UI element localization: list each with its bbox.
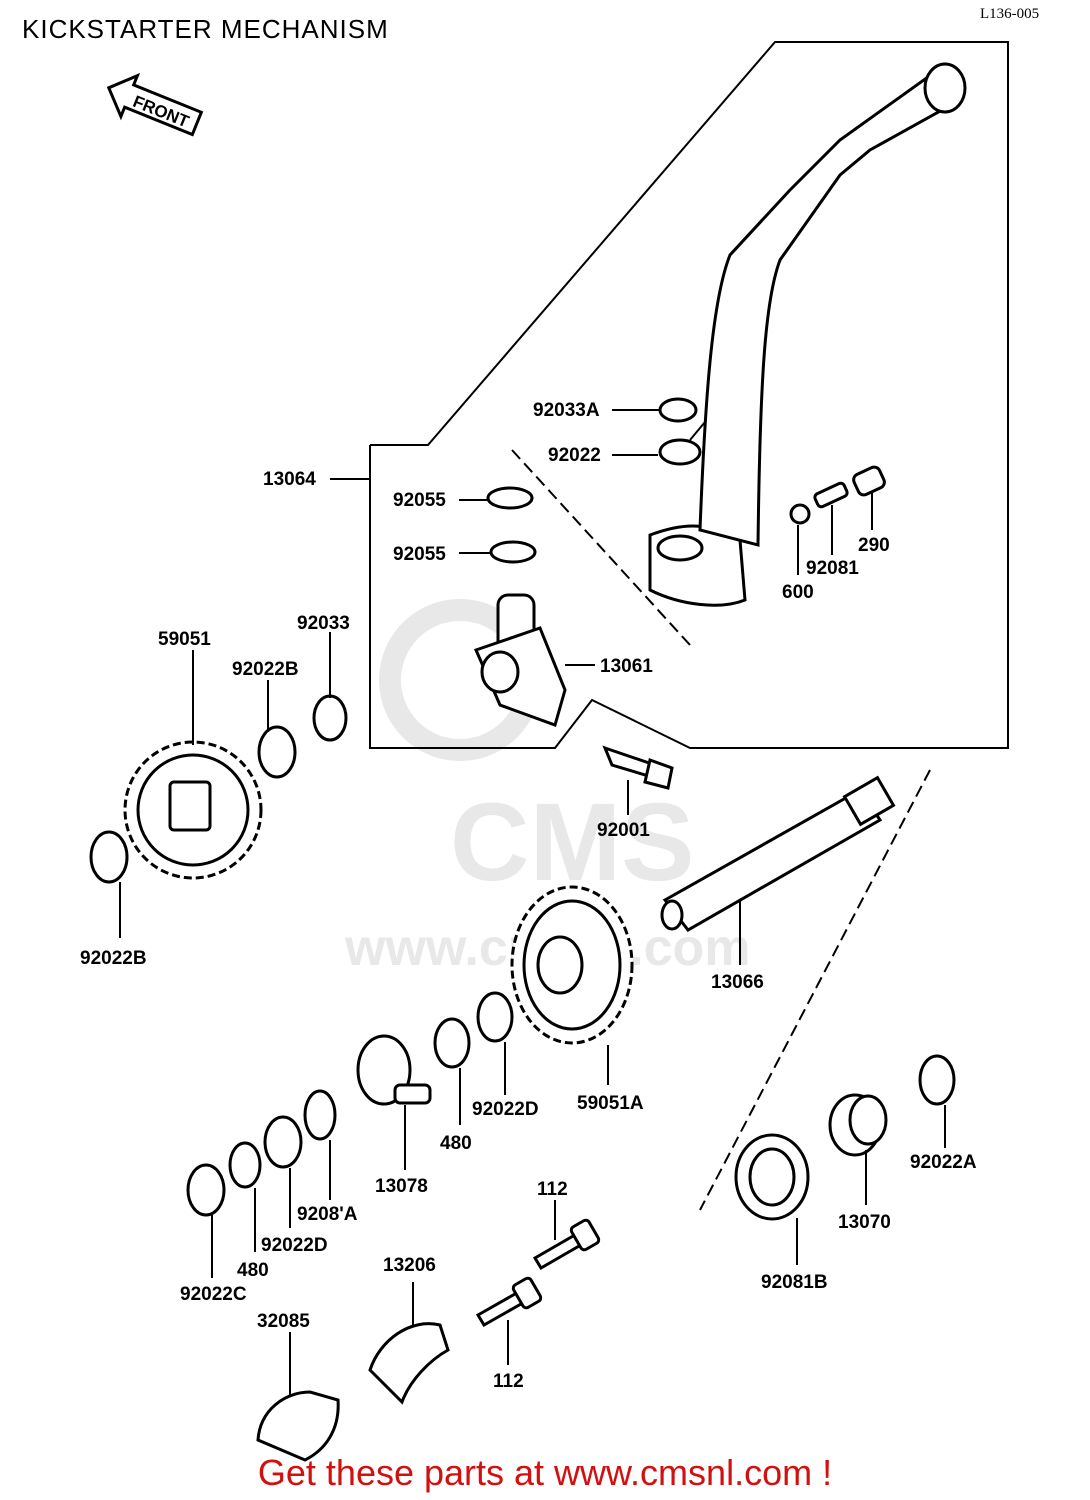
label-92022C: 92022C <box>180 1284 247 1305</box>
washer-92022D-a <box>476 991 514 1043</box>
circlip-92033A <box>658 397 698 423</box>
washer-92022C <box>186 1163 226 1217</box>
gear-59051A <box>510 885 634 1045</box>
label-92022: 92022 <box>548 445 601 466</box>
spring-92081 <box>813 481 849 509</box>
label-92081A: 9208'A <box>297 1204 358 1225</box>
front-arrow-icon: FRONT <box>106 72 204 137</box>
label-13066: 13066 <box>711 972 764 993</box>
kick-lever <box>648 62 967 607</box>
label-92055-a: 92055 <box>393 490 446 511</box>
label-92001: 92001 <box>597 820 650 841</box>
cap-290 <box>852 465 886 497</box>
oring-92055-a <box>486 486 534 510</box>
label-290: 290 <box>858 535 890 556</box>
pivot-13061 <box>473 593 674 790</box>
plates <box>256 1322 450 1462</box>
label-13064: 13064 <box>263 469 316 490</box>
label-13078: 13078 <box>375 1176 428 1197</box>
label-600: 600 <box>782 582 814 603</box>
label-92033: 92033 <box>297 613 350 634</box>
lever-small-parts <box>486 397 886 564</box>
label-13061: 13061 <box>600 656 653 677</box>
guide-13070 <box>828 1093 888 1157</box>
label-59051: 59051 <box>158 629 211 650</box>
gear-59051 <box>123 740 263 880</box>
label-92022D-a: 92022D <box>472 1099 539 1120</box>
plate-13206 <box>368 1322 450 1405</box>
part-labels: 92033A 92022 13064 92055 92055 290 92081… <box>80 400 977 1392</box>
label-112-b: 112 <box>493 1371 524 1392</box>
washer-92022B-b <box>89 830 129 884</box>
label-92081: 92081 <box>806 558 859 579</box>
ball-600 <box>789 503 811 525</box>
label-480-b: 480 <box>237 1260 269 1281</box>
oring-92055-b <box>489 540 537 564</box>
circlip-480-b <box>228 1141 262 1189</box>
label-92033A: 92033A <box>533 400 600 421</box>
label-92022D-b: 92022D <box>261 1235 328 1256</box>
label-13070: 13070 <box>838 1212 891 1233</box>
washer-92022B-a <box>257 725 297 779</box>
washers <box>89 694 956 1217</box>
plate-32085 <box>256 1390 340 1462</box>
assembly-outline <box>369 41 1009 1211</box>
bolts-112 <box>475 1218 601 1328</box>
footer-link[interactable]: Get these parts at www.cmsnl.com ! <box>257 1452 833 1493</box>
label-480-a: 480 <box>440 1133 472 1154</box>
watermark-brand: CMS <box>450 781 694 904</box>
label-13206: 13206 <box>383 1255 436 1276</box>
ratchet-13078 <box>356 1034 432 1106</box>
label-92022A: 92022A <box>910 1152 977 1173</box>
spring-92081B <box>734 1133 810 1221</box>
washer-92022D-b <box>263 1115 303 1169</box>
label-59051A: 59051A <box>577 1093 644 1114</box>
page-title: KICKSTARTER MECHANISM <box>22 14 389 44</box>
label-92022B-a: 92022B <box>232 659 299 680</box>
circlip-480-a <box>433 1017 471 1069</box>
label-92022B-b: 92022B <box>80 948 147 969</box>
label-92081B: 92081B <box>761 1272 828 1293</box>
diagram-code: L136-005 <box>980 6 1040 22</box>
circlip-92033 <box>312 694 348 742</box>
shaft-13066 <box>660 775 896 932</box>
label-112-a: 112 <box>537 1179 568 1200</box>
spring-92081A <box>303 1089 337 1141</box>
washer-92022A <box>918 1054 956 1106</box>
label-32085: 32085 <box>257 1311 310 1332</box>
washer-92022 <box>658 438 702 466</box>
leader-lines <box>119 409 946 1395</box>
label-92055-b: 92055 <box>393 544 446 565</box>
